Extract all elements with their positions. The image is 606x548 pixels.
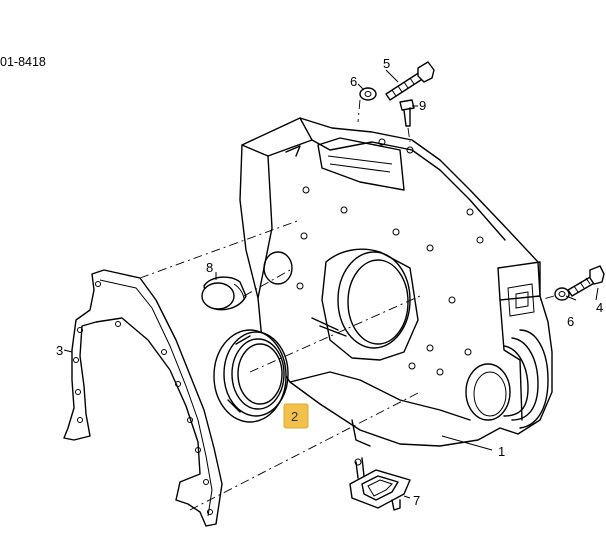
callout-4[interactable]: 4	[596, 300, 603, 315]
washer-6-top	[359, 87, 377, 101]
callout-9[interactable]: 9	[419, 98, 426, 113]
washer-6-right	[554, 287, 570, 301]
plug-9	[399, 99, 415, 127]
leader-5	[385, 69, 399, 83]
callout-2-highlight[interactable]: 2	[283, 403, 309, 429]
plug-8	[201, 276, 247, 311]
callout-5[interactable]: 5	[383, 56, 390, 71]
callout-6-top[interactable]: 6	[350, 74, 357, 89]
leader-7	[403, 495, 411, 499]
callout-2: 2	[291, 409, 298, 424]
cover-7	[349, 457, 411, 511]
gasket-3	[63, 269, 223, 527]
flywheel-housing	[239, 117, 553, 451]
callout-6-right[interactable]: 6	[567, 314, 574, 329]
callout-3[interactable]: 3	[56, 343, 63, 358]
crankshaft-seal-2	[213, 329, 289, 423]
callout-1[interactable]: 1	[498, 444, 505, 459]
bolt-5	[385, 61, 435, 101]
leader-4	[595, 287, 599, 301]
callout-7[interactable]: 7	[413, 493, 420, 508]
figure-reference: 01-8418	[0, 55, 46, 69]
callout-8[interactable]: 8	[206, 260, 213, 275]
leader-6-top	[357, 83, 365, 91]
callout-2-box	[283, 403, 309, 429]
leader-3	[63, 349, 73, 353]
bolt-4	[567, 265, 605, 297]
leader-6-right	[565, 295, 577, 301]
